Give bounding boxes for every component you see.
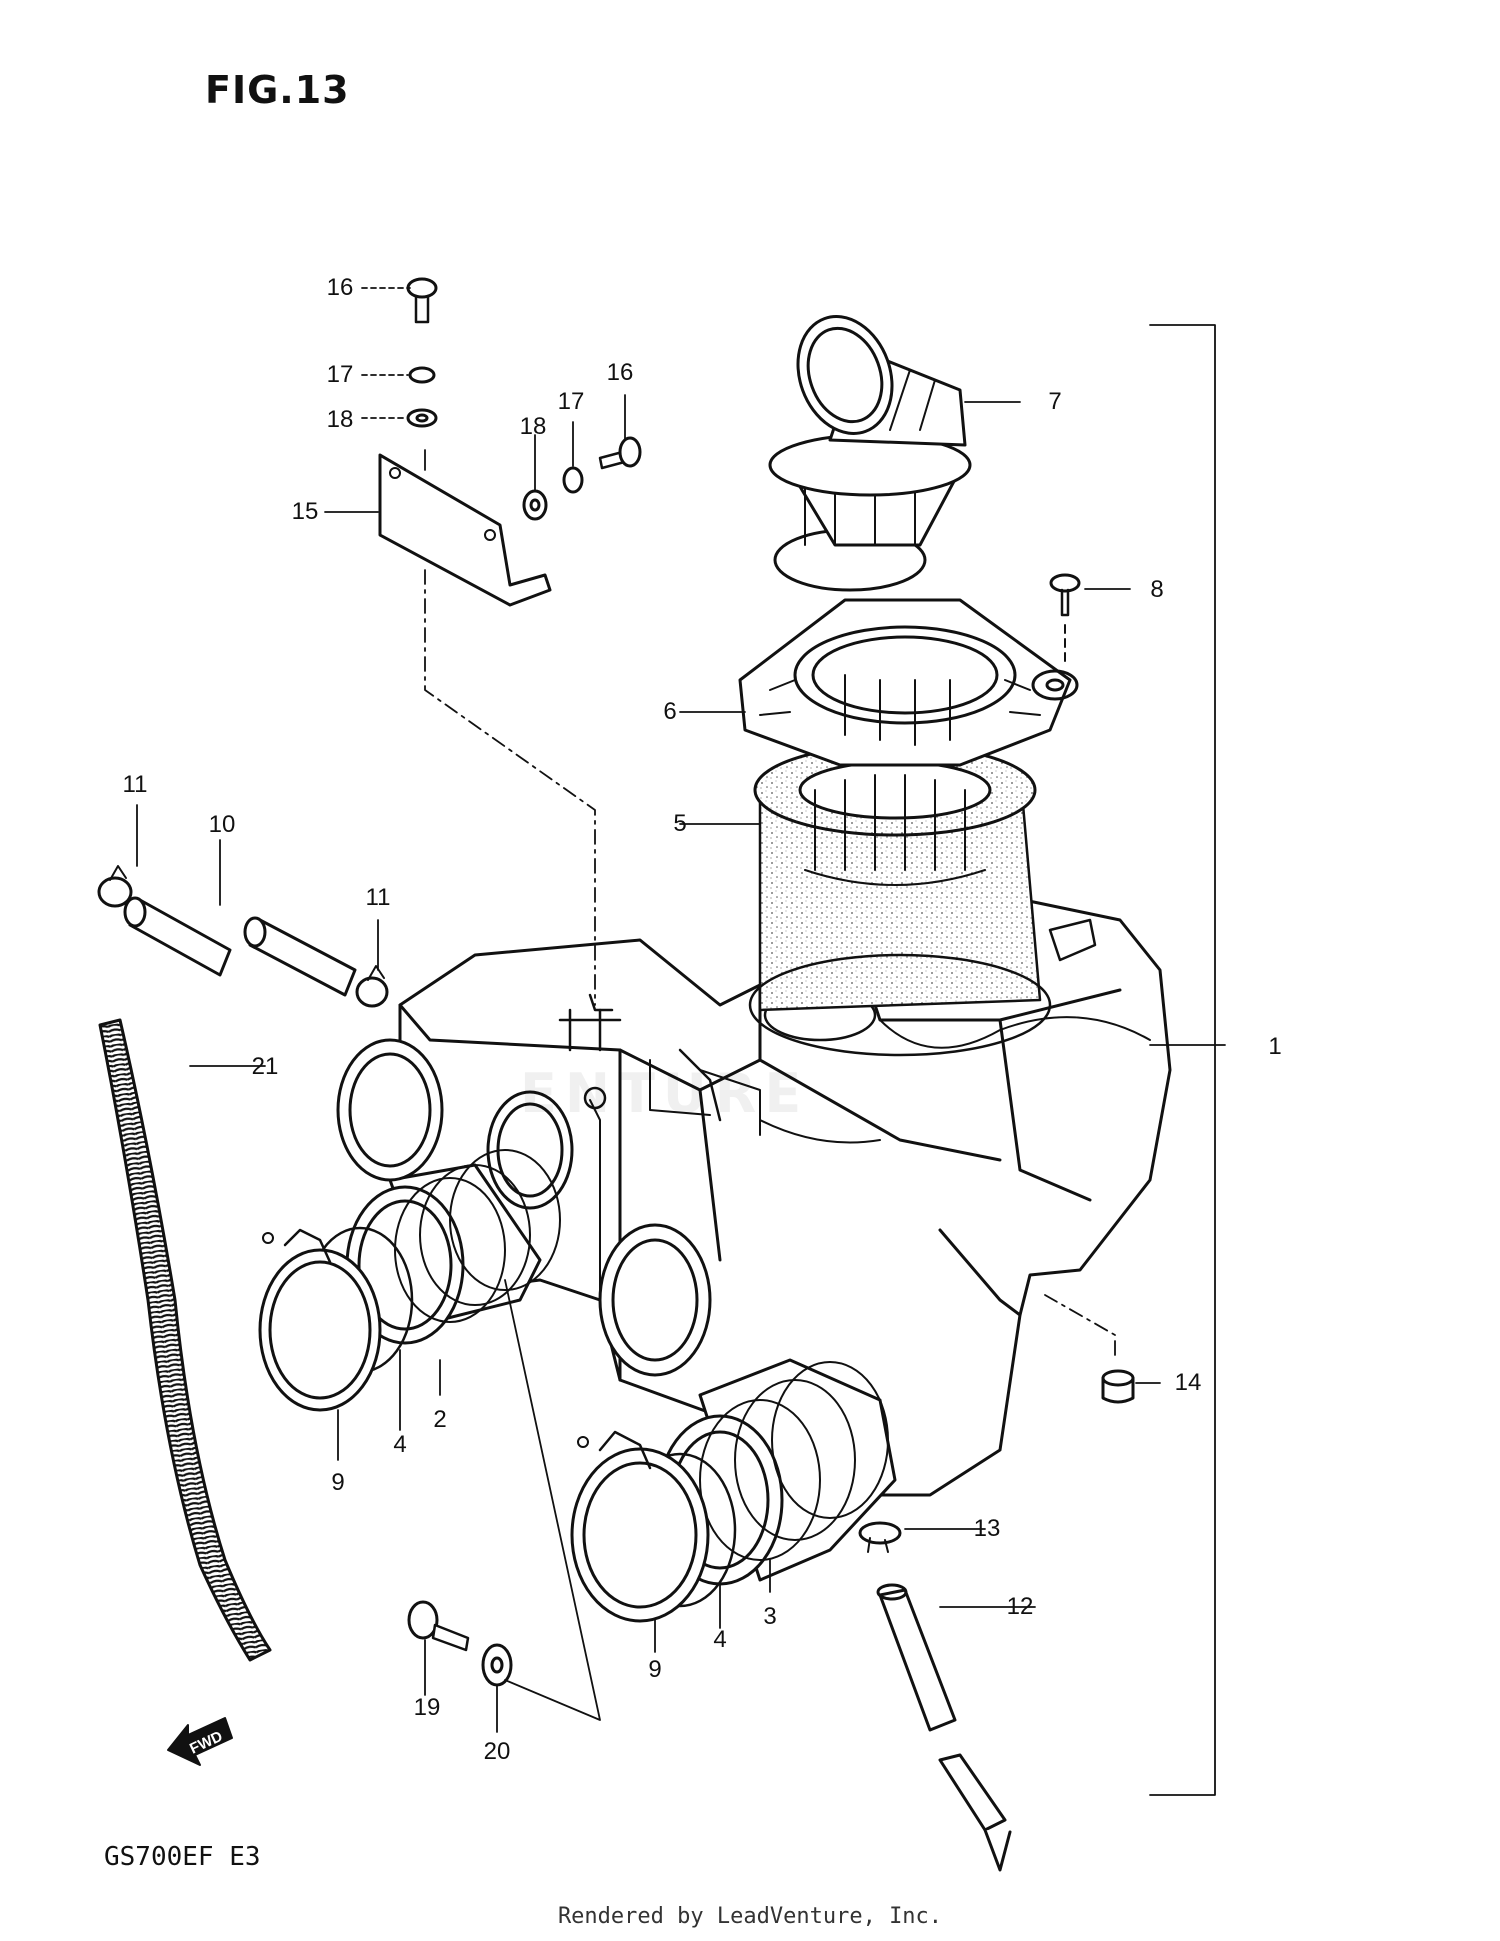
- callout-10: 10: [208, 811, 236, 838]
- callout-18-left: 18: [326, 406, 354, 433]
- callout-15: 15: [291, 498, 319, 525]
- breather-hose: [123, 896, 357, 997]
- callout-6: 6: [663, 698, 677, 725]
- callout-18-right: 18: [519, 413, 547, 440]
- render-credit: Rendered by LeadVenture, Inc.: [557, 1904, 943, 1929]
- callout-16-left: 16: [326, 274, 354, 301]
- callout-19: 19: [413, 1694, 441, 1721]
- bracket-bolt-upper: [406, 277, 438, 324]
- lock-washer-side: [562, 466, 584, 494]
- callout-13: 13: [973, 1515, 1001, 1542]
- bracket-bolt-side: [598, 436, 642, 470]
- band-clamp-left: [258, 1228, 382, 1412]
- callout-16-right: 16: [606, 359, 634, 386]
- case-washer: [481, 1643, 513, 1687]
- callout-2: 2: [433, 1406, 447, 1433]
- corrugated-tube: [98, 1018, 272, 1662]
- callout-7: 7: [1048, 388, 1062, 415]
- hose-clip-right: [355, 965, 389, 1008]
- cap-screw: [1049, 573, 1081, 666]
- callout-8: 8: [1150, 576, 1164, 603]
- callout-5: 5: [673, 810, 687, 837]
- washer-upper: [406, 408, 438, 428]
- lock-washer-upper: [408, 366, 436, 384]
- tube-clip: [858, 1521, 902, 1553]
- filter-element: [748, 743, 1052, 1057]
- element-cap: [738, 598, 1079, 767]
- callout-17-right: 17: [557, 388, 585, 415]
- callout-9-right: 9: [648, 1656, 662, 1683]
- callout-14: 14: [1174, 1369, 1202, 1396]
- callout-17-left: 17: [326, 361, 354, 388]
- forward-arrow: [167, 1717, 233, 1766]
- inlet-pipe: [768, 315, 972, 592]
- case-bolt: [407, 1600, 470, 1652]
- band-clamp-right: [570, 1430, 710, 1623]
- callout-20: 20: [483, 1738, 511, 1765]
- callout-4-right: 4: [713, 1626, 727, 1653]
- mounting-bracket: [378, 453, 552, 607]
- rear-intake-ring-left: [336, 1038, 444, 1182]
- callout-9-left: 9: [331, 1469, 345, 1496]
- callout-4-left: 4: [393, 1431, 407, 1458]
- leader-lines: [136, 287, 1226, 1796]
- callout-11-right: 11: [365, 884, 391, 911]
- drain-tube: [876, 1583, 1012, 1872]
- drain-cap: [1101, 1369, 1135, 1404]
- callout-21: 21: [251, 1053, 279, 1080]
- rear-intake-ring-right: [598, 1223, 712, 1377]
- callout-12: 12: [1006, 1593, 1034, 1620]
- callout-3: 3: [763, 1603, 777, 1630]
- hose-clip-left: [97, 865, 133, 908]
- callout-11-left: 11: [122, 771, 148, 798]
- model-code: GS700EF E3: [104, 1842, 261, 1872]
- watermark: ENTURE: [520, 1062, 810, 1125]
- washer-side: [522, 489, 548, 521]
- callout-1: 1: [1268, 1033, 1282, 1060]
- figure-title: FIG.13: [205, 68, 350, 112]
